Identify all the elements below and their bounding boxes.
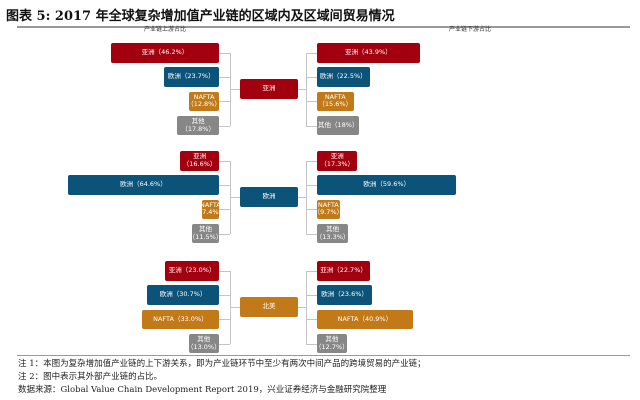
upstream-bar-other: 其他（17.8%） [177, 115, 219, 136]
downstream-connector-vertical [306, 270, 307, 344]
note-2: 注 2：图中表示其外部产业链的占比。 [18, 372, 163, 382]
upstream-connector-branch [219, 295, 230, 297]
note-1: 注 1：本图为复杂增加值产业链的上下游关系，即为产业链环节中至少有两次中间产品的… [18, 359, 426, 369]
downstream-bar-other: 其他（12.7%） [317, 333, 347, 354]
upstream-bar-nafta: NAFTA（12.8%） [189, 91, 219, 112]
upstream-connector-branch [219, 319, 230, 321]
downstream-connector-vertical [306, 160, 307, 234]
downstream-bar-asia: 亚洲（17.3%） [317, 151, 358, 171]
upstream-bar-europe: 欧洲（64.6%） [67, 175, 219, 195]
center-region-box: 亚洲 [240, 79, 298, 100]
downstream-bar-nafta: NAFTA（9.7%） [317, 199, 340, 220]
upstream-axis-label: 产业链上游占比 [143, 26, 186, 33]
downstream-connector-branch [306, 319, 317, 321]
upstream-bar-asia: 亚洲（23.0%） [165, 261, 219, 281]
downstream-connector-branch [306, 343, 317, 345]
downstream-bar-nafta: NAFTA（15.6%） [317, 91, 354, 112]
downstream-connector-center [298, 307, 306, 309]
downstream-connector-branch [306, 125, 317, 127]
upstream-connector-branch [219, 77, 230, 79]
downstream-connector-branch [306, 52, 317, 54]
downstream-bar-nafta: NAFTA（40.9%） [317, 309, 413, 330]
bottom-divider [17, 355, 630, 356]
downstream-connector-vertical [306, 52, 307, 126]
upstream-connector-branch [219, 270, 230, 272]
downstream-connector-branch [306, 185, 317, 187]
upstream-connector-center [230, 197, 240, 199]
downstream-connector-branch [306, 101, 317, 103]
downstream-connector-center [298, 197, 306, 199]
upstream-connector-branch [219, 160, 230, 162]
downstream-connector-branch [306, 160, 317, 162]
upstream-bar-europe: 欧洲（30.7%） [147, 285, 219, 305]
upstream-bar-europe: 欧洲（23.7%） [163, 67, 219, 87]
upstream-bar-other: 其他（11.5%） [192, 223, 219, 244]
downstream-bar-asia: 亚洲（43.9%） [317, 43, 420, 63]
upstream-connector-branch [219, 343, 230, 345]
upstream-connector-branch [219, 101, 230, 103]
center-region-box: 欧洲 [240, 187, 298, 208]
downstream-bar-europe: 欧洲（22.5%） [317, 67, 370, 87]
source-note: 数据来源：Global Value Chain Development Repo… [18, 385, 387, 395]
downstream-axis-label: 产业链下游占比 [448, 26, 491, 33]
downstream-connector-center [298, 89, 306, 91]
downstream-bar-other: 其他（13.3%） [317, 223, 349, 244]
downstream-connector-branch [306, 295, 317, 297]
upstream-connector-branch [219, 185, 230, 187]
center-region-box: 北美 [240, 297, 298, 318]
upstream-bar-asia: 亚洲（46.2%） [110, 43, 219, 63]
downstream-bar-europe: 欧洲（59.6%） [317, 175, 457, 195]
downstream-bar-asia: 亚洲（22.7%） [317, 261, 371, 281]
upstream-connector-branch [219, 52, 230, 54]
upstream-connector-branch [219, 125, 230, 127]
figure-title: 图表 5: 2017 年全球复杂增加值产业链的区域内及区域间贸易情况 [6, 9, 395, 24]
upstream-connector-center [230, 89, 240, 91]
downstream-connector-branch [306, 233, 317, 235]
upstream-bar-other: 其他（13.0%） [188, 333, 219, 354]
upstream-connector-branch [219, 233, 230, 235]
upstream-bar-asia: 亚洲（16.6%） [180, 151, 219, 171]
top-divider [17, 26, 630, 28]
downstream-connector-branch [306, 77, 317, 79]
upstream-bar-nafta: NAFTA 7.4% [201, 199, 219, 220]
downstream-bar-other: 其他（18%） [317, 115, 360, 136]
downstream-bar-europe: 欧洲（23.6%） [317, 285, 373, 305]
upstream-connector-branch [219, 209, 230, 211]
upstream-connector-center [230, 307, 240, 309]
downstream-connector-branch [306, 270, 317, 272]
upstream-bar-nafta: NAFTA（33.0%） [141, 309, 219, 330]
downstream-connector-branch [306, 209, 317, 211]
